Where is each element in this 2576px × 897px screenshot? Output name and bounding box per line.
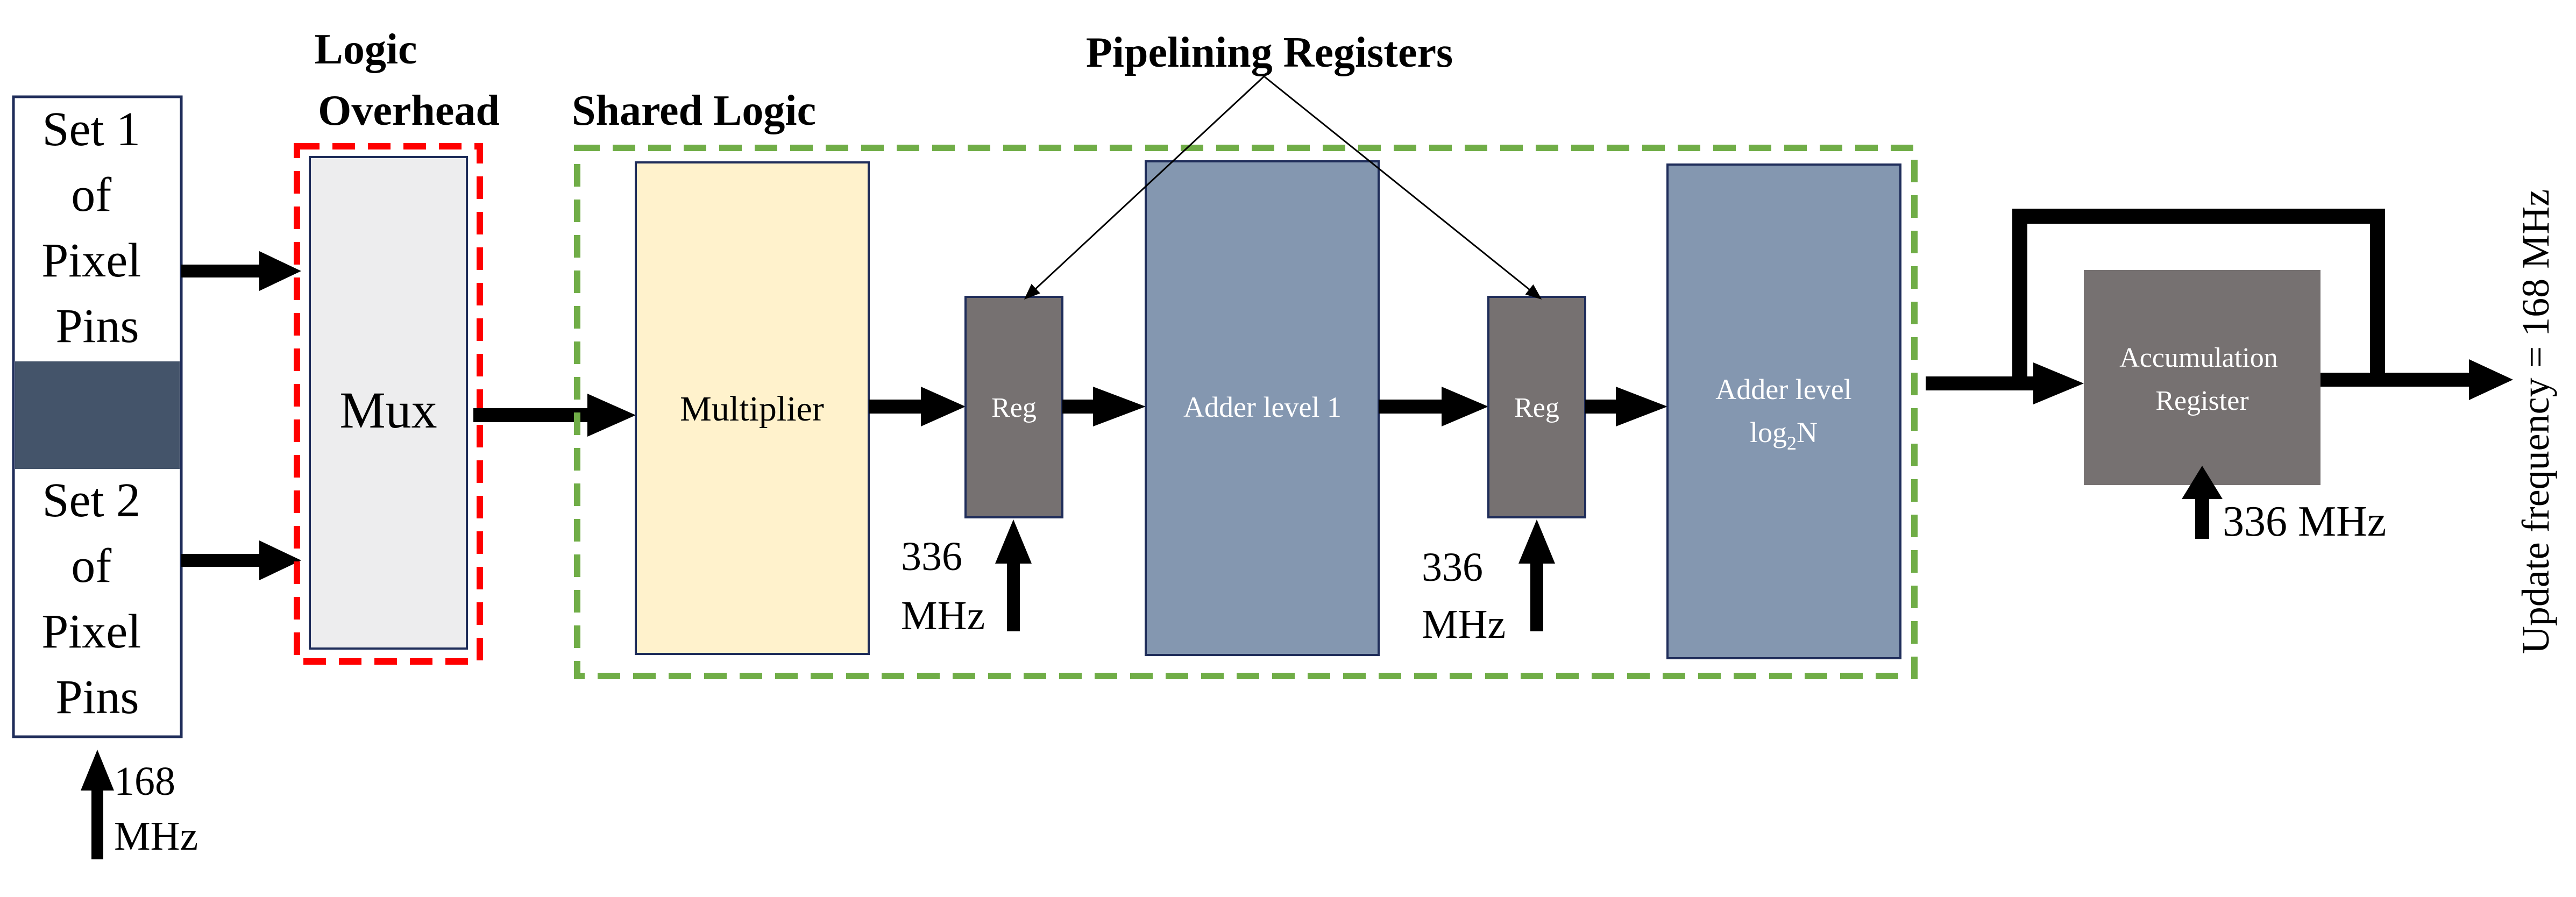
set1-label: Set 1 of Pixel Pins	[41, 103, 153, 353]
shared-logic-title: Shared Logic	[572, 87, 816, 134]
adder-level-log2n-block	[1666, 163, 1901, 659]
reg2-clock-label: 336 MHz	[1422, 545, 1506, 647]
accumulation-clock-arrow	[2182, 466, 2223, 539]
adder1-label: Adder level 1	[1183, 391, 1342, 423]
logic-overhead-title: Logic Overhead	[314, 26, 499, 134]
pointer-to-reg1	[1024, 75, 1265, 300]
multiplier-to-reg1-arrow	[869, 387, 966, 426]
set1-to-mux-arrow	[181, 251, 301, 291]
accumulation-clock-label: 336 MHz	[2223, 498, 2386, 545]
reg1-clock-arrow	[995, 519, 1032, 631]
mux-to-multiplier-arrow	[473, 394, 636, 437]
pins-clock-label: 168 MHz	[114, 759, 198, 859]
pipelining-registers-title: Pipelining Registers	[1086, 29, 1453, 76]
pipeline-register-2	[1487, 296, 1586, 518]
set2-label: Set 2 of Pixel Pins	[41, 474, 153, 724]
reg1-to-adder1-arrow	[1062, 387, 1146, 426]
mux-block	[309, 156, 468, 650]
reg1-clock-label: 336 MHz	[901, 534, 985, 638]
shared-logic-boundary	[574, 145, 1918, 679]
logic-overhead-boundary	[294, 143, 483, 665]
adderN-label-line2: log2N	[1750, 416, 1818, 454]
reg2-label: Reg	[1514, 393, 1559, 423]
adder1-to-reg2-arrow	[1379, 387, 1488, 426]
reg2-clock-arrow	[1518, 519, 1555, 631]
pins-clock-arrow	[81, 750, 114, 859]
multiplier-block	[635, 161, 870, 655]
accumulation-feedback-loop	[2012, 209, 2385, 383]
set2-to-mux-arrow	[181, 540, 301, 580]
adderN-label-line1: Adder level	[1715, 373, 1851, 405]
multiplier-label: Multiplier	[680, 389, 824, 429]
reg1-label: Reg	[991, 393, 1037, 423]
adderN-to-accumulator-arrow	[1926, 362, 2084, 404]
update-frequency-label: Update frequency = 168 MHz	[2514, 189, 2557, 654]
accumulation-register-label: Accumulation Register	[2119, 343, 2285, 416]
accumulation-register-block	[2084, 270, 2320, 485]
adder-level-1-block	[1145, 160, 1380, 656]
pointer-to-reg2	[1264, 75, 1542, 300]
accumulator-output-arrow	[2320, 359, 2513, 400]
pixel-pins-block: Set 1 of Pixel Pins Set 2 of Pixel Pins	[12, 95, 183, 738]
pin-set-divider	[15, 361, 180, 469]
mux-label: Mux	[339, 381, 437, 439]
reg2-to-adderN-arrow	[1585, 387, 1667, 426]
